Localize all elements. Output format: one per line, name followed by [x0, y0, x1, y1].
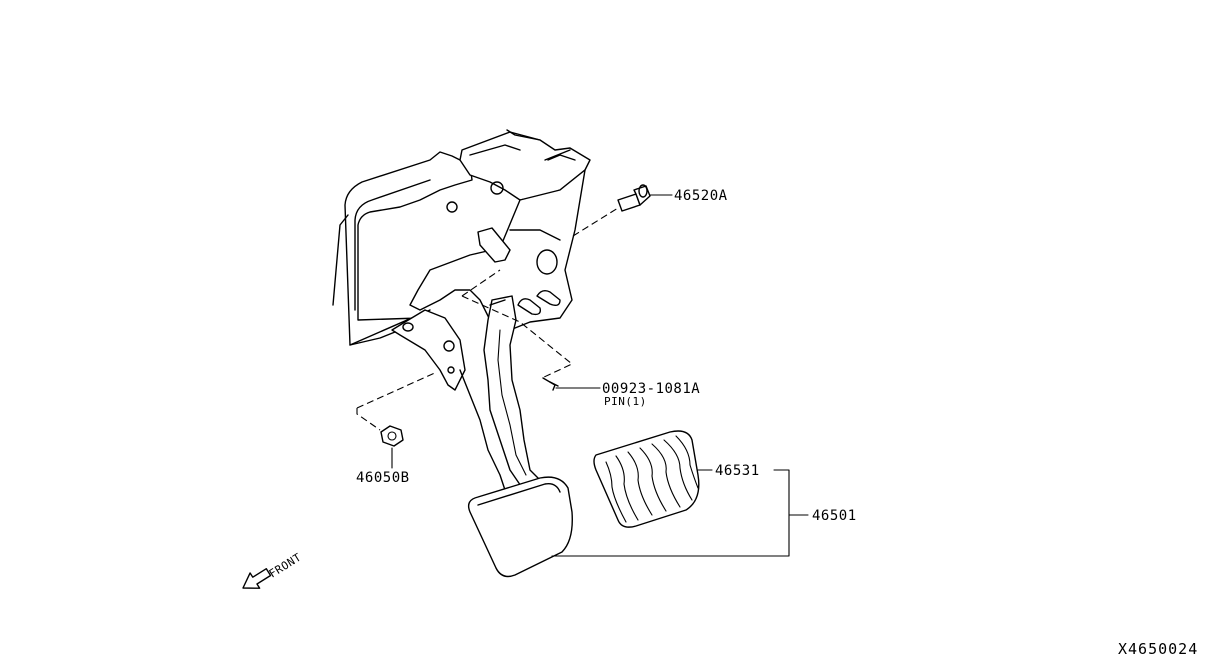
nut-46050b: [356, 371, 438, 447]
label-00923-1081a: 00923-1081A: [602, 381, 700, 397]
label-46501: 46501: [812, 508, 857, 524]
label-pin-qty: PIN(1): [604, 395, 647, 408]
front-arrow-icon: [242, 568, 272, 589]
front-label: FRONT: [267, 551, 304, 581]
label-46520a: 46520A: [674, 188, 728, 204]
bolt-46520a: [572, 184, 651, 237]
leader-lines: [391, 194, 809, 557]
label-46531: 46531: [715, 463, 760, 479]
pad-cover: [593, 430, 700, 528]
label-46050b: 46050B: [356, 470, 410, 486]
drawing-code: X4650024: [1118, 640, 1198, 658]
pedal-pad: [467, 476, 573, 578]
pedal-bracket: [332, 129, 591, 391]
pin-00923: [461, 269, 574, 391]
pedal-arm: [459, 295, 546, 493]
